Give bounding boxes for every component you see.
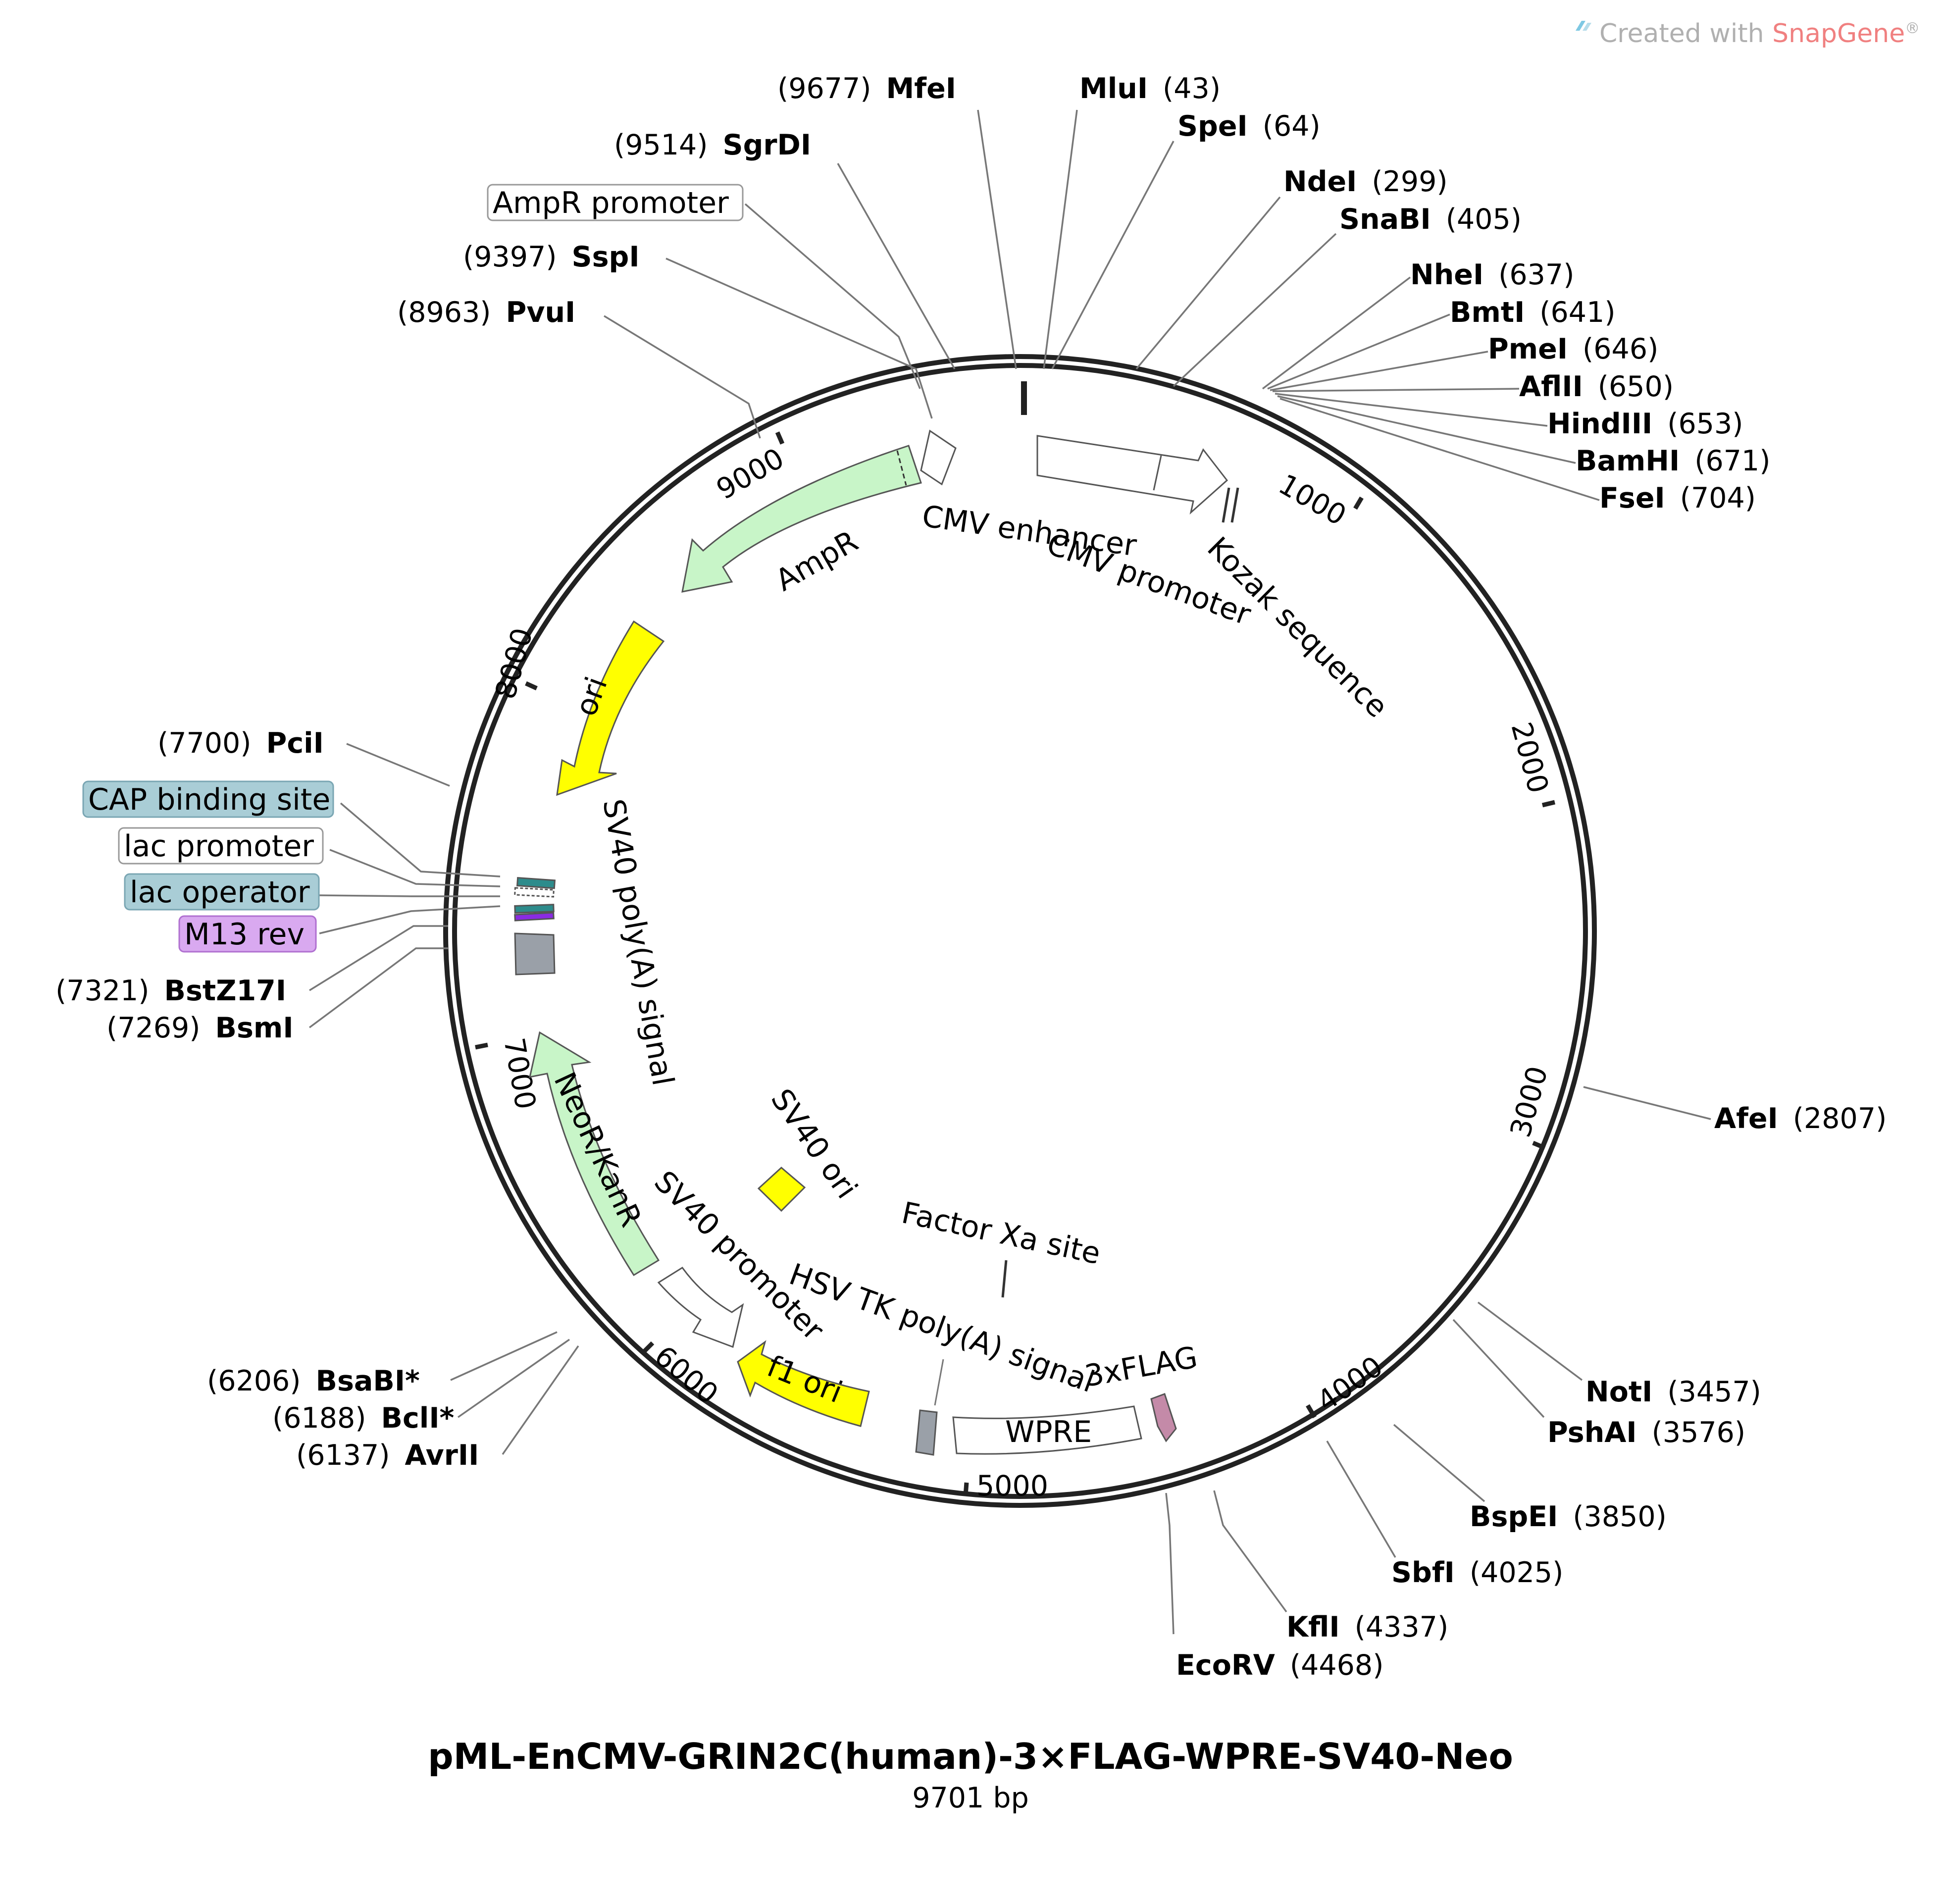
cmv-arrow[interactable] (1036, 435, 1228, 515)
enzyme-label[interactable]: (9514)SgrDI (614, 129, 811, 161)
sv40-ori-shape[interactable] (757, 1167, 806, 1212)
enzyme-label[interactable]: HindIII(653) (1547, 408, 1743, 440)
watermark-brand: SnapGene (1772, 19, 1905, 49)
ampr-label: AmpR (770, 524, 864, 598)
tick-label-5000: 5000 (976, 1470, 1048, 1502)
m13-rev-label: M13 rev (184, 917, 305, 952)
factor-xa-label: Factor Xa site (899, 1195, 1104, 1271)
enzyme-labels: (9677)MfeI MluI(43) SpeI(64) (9514)SgrDI… (55, 72, 1887, 1682)
tick-label-1000: 1000 (1273, 468, 1352, 532)
enzyme-label[interactable]: (6206)BsaBI* (207, 1365, 420, 1397)
hsv-tk-shape[interactable] (915, 1409, 938, 1456)
enzyme-label[interactable]: MluI(43) (1079, 72, 1221, 105)
enzyme-label[interactable]: NheI(637) (1410, 258, 1574, 291)
enzyme-label[interactable]: (6188)BclI* (272, 1402, 454, 1435)
plasmid-title: pML-EnCMV-GRIN2C(human)-3×FLAG-WPRE-SV40… (428, 1736, 1513, 1777)
ampr-promoter-arrow[interactable] (920, 429, 957, 486)
plasmid-length: 9701 bp (912, 1782, 1029, 1814)
hsv-tk-leader (934, 1359, 944, 1406)
enzyme-label[interactable]: (9397)SspI (463, 241, 640, 273)
enzyme-label[interactable]: BspEI(3850) (1470, 1500, 1667, 1533)
enzyme-label[interactable]: (7269)BsmI (106, 1012, 294, 1044)
lac-promoter-shape[interactable] (514, 887, 555, 898)
m13-rev-shape[interactable] (514, 912, 555, 922)
lac-operator-box[interactable] (124, 873, 320, 911)
tick-label-4000: 4000 (1311, 1350, 1389, 1418)
factor-xa-mark[interactable] (1001, 1260, 1008, 1298)
enzyme-label[interactable]: SnaBI(405) (1339, 203, 1522, 236)
lac-promoter-label: lac promoter (124, 829, 314, 864)
ampr-dashed (896, 450, 907, 486)
tick-label-8000: 8000 (489, 624, 539, 702)
flag-label: 3xFLAG (1082, 1340, 1200, 1394)
lac-promoter-box[interactable] (118, 827, 324, 865)
snapgene-logo-icon (1576, 21, 1591, 31)
enzyme-label[interactable]: BmtI(641) (1450, 296, 1616, 329)
backbone-outer (443, 354, 1597, 1508)
enzyme-label[interactable]: AflII(650) (1519, 370, 1674, 403)
enzyme-label[interactable]: FseI(704) (1599, 482, 1756, 515)
tick-marks (475, 431, 1556, 1496)
lac-operator-label: lac operator (130, 875, 310, 910)
sv40-polya-label: SV40 poly(A) signal (596, 796, 680, 1088)
lac-operator-shape[interactable] (514, 904, 555, 914)
cmv-divider (1153, 455, 1162, 491)
tick-label-3000: 3000 (1504, 1063, 1554, 1140)
enzyme-label[interactable]: SbfI(4025) (1391, 1556, 1563, 1589)
enzyme-label[interactable]: (8963)PvuI (397, 296, 575, 329)
enzyme-label[interactable]: PshAI(3576) (1547, 1416, 1745, 1449)
watermark-mark: ® (1905, 20, 1920, 37)
cap-site-shape[interactable] (516, 876, 556, 889)
backbone-inner (452, 363, 1588, 1499)
ampr-promoter-label: AmpR promoter (493, 186, 729, 220)
enzyme-label[interactable]: SpeI(64) (1177, 110, 1321, 143)
wpre-shape[interactable] (952, 1405, 1142, 1455)
sv40-promoter-arrow[interactable] (657, 1266, 744, 1348)
enzyme-label[interactable]: (7700)PciI (157, 727, 324, 760)
enzyme-label[interactable]: NdeI(299) (1283, 165, 1448, 198)
m13-rev-box[interactable] (178, 915, 317, 953)
cap-binding-site-box[interactable] (82, 780, 334, 818)
neor-arrow[interactable] (529, 1031, 660, 1277)
sv40-polya-shape[interactable] (514, 932, 556, 976)
enzyme-label[interactable]: BamHI(671) (1576, 445, 1771, 477)
enzyme-label[interactable]: PmeI(646) (1488, 333, 1658, 365)
enzyme-leaders (308, 109, 1711, 1635)
ampr-arrow[interactable] (681, 445, 922, 593)
svg-text:Created with SnapGene®: Created with SnapGene® (1599, 19, 1920, 49)
wpre-label: WPRE (1005, 1415, 1092, 1449)
cap-binding-site-label: CAP binding site (88, 782, 330, 817)
enzyme-label[interactable]: AfeI(2807) (1714, 1102, 1887, 1135)
ampr-promoter-box[interactable] (487, 184, 744, 221)
kozak-sequence-label: Kozak sequence (1200, 530, 1394, 724)
f1-ori-arrow[interactable] (737, 1340, 870, 1427)
watermark-prefix: Created with (1599, 19, 1772, 49)
enzyme-label[interactable]: KflI(4337) (1286, 1611, 1448, 1644)
boxed-labels: AmpR promoter CAP binding site lac promo… (82, 184, 744, 953)
enzyme-label[interactable]: EcoRV(4468) (1176, 1649, 1383, 1682)
enzyme-label[interactable]: (9677)MfeI (777, 72, 956, 105)
ori-arrow[interactable] (556, 620, 665, 796)
enzyme-label[interactable]: (7321)BstZ17I (55, 975, 286, 1007)
enzyme-label[interactable]: NotI(3457) (1585, 1376, 1761, 1408)
flag-shape[interactable] (1150, 1393, 1177, 1442)
enzyme-label[interactable]: (6137)AvrII (296, 1439, 479, 1472)
kozak-mark[interactable] (1222, 487, 1230, 523)
